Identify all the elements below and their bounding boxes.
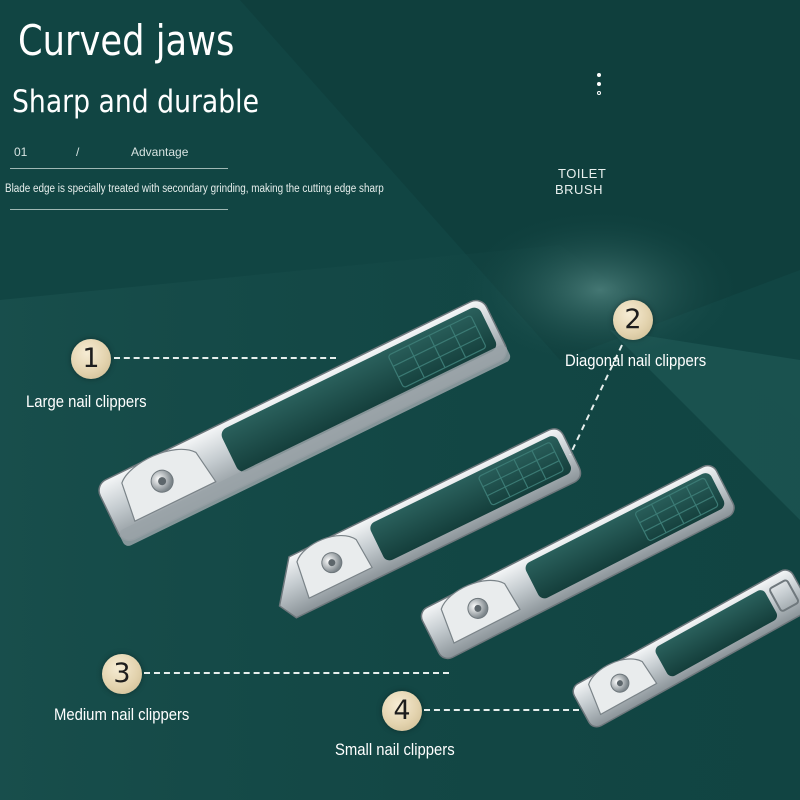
- callout-badge-3: 3: [102, 654, 142, 694]
- callout-badge-4: 4: [382, 691, 422, 731]
- leader-line-3: [144, 672, 449, 674]
- clipper-diagonal: [278, 428, 582, 619]
- callout-label-diagonal: Diagonal nail clippers: [565, 352, 707, 370]
- advantage-description: Blade edge is specially treated with sec…: [5, 183, 384, 195]
- clipper-medium: [420, 464, 735, 660]
- vertical-dots-icon[interactable]: [594, 73, 604, 103]
- divider-bottom: [10, 209, 228, 210]
- callout-label-large: Large nail clippers: [26, 393, 147, 411]
- callout-badge-2: 2: [613, 300, 653, 340]
- leader-line-1: [114, 357, 336, 359]
- callout-label-small: Small nail clippers: [335, 741, 455, 759]
- divider-top: [10, 168, 228, 169]
- callout-badge-1: 1: [71, 339, 111, 379]
- callout-label-medium: Medium nail clippers: [54, 706, 190, 724]
- corner-text-line2: BRUSH: [555, 182, 604, 197]
- clipper-small: [572, 569, 800, 728]
- clipper-large: [98, 299, 511, 546]
- leader-line-4: [424, 709, 579, 711]
- advantage-separator: /: [76, 145, 80, 159]
- corner-text-line1: TOILET: [558, 166, 607, 181]
- leader-line-2: [569, 344, 623, 456]
- subheadline: Sharp and durable: [12, 84, 260, 120]
- advantage-label: Advantage: [131, 145, 189, 159]
- headline: Curved jaws: [18, 16, 235, 65]
- advantage-index: 01: [14, 145, 28, 159]
